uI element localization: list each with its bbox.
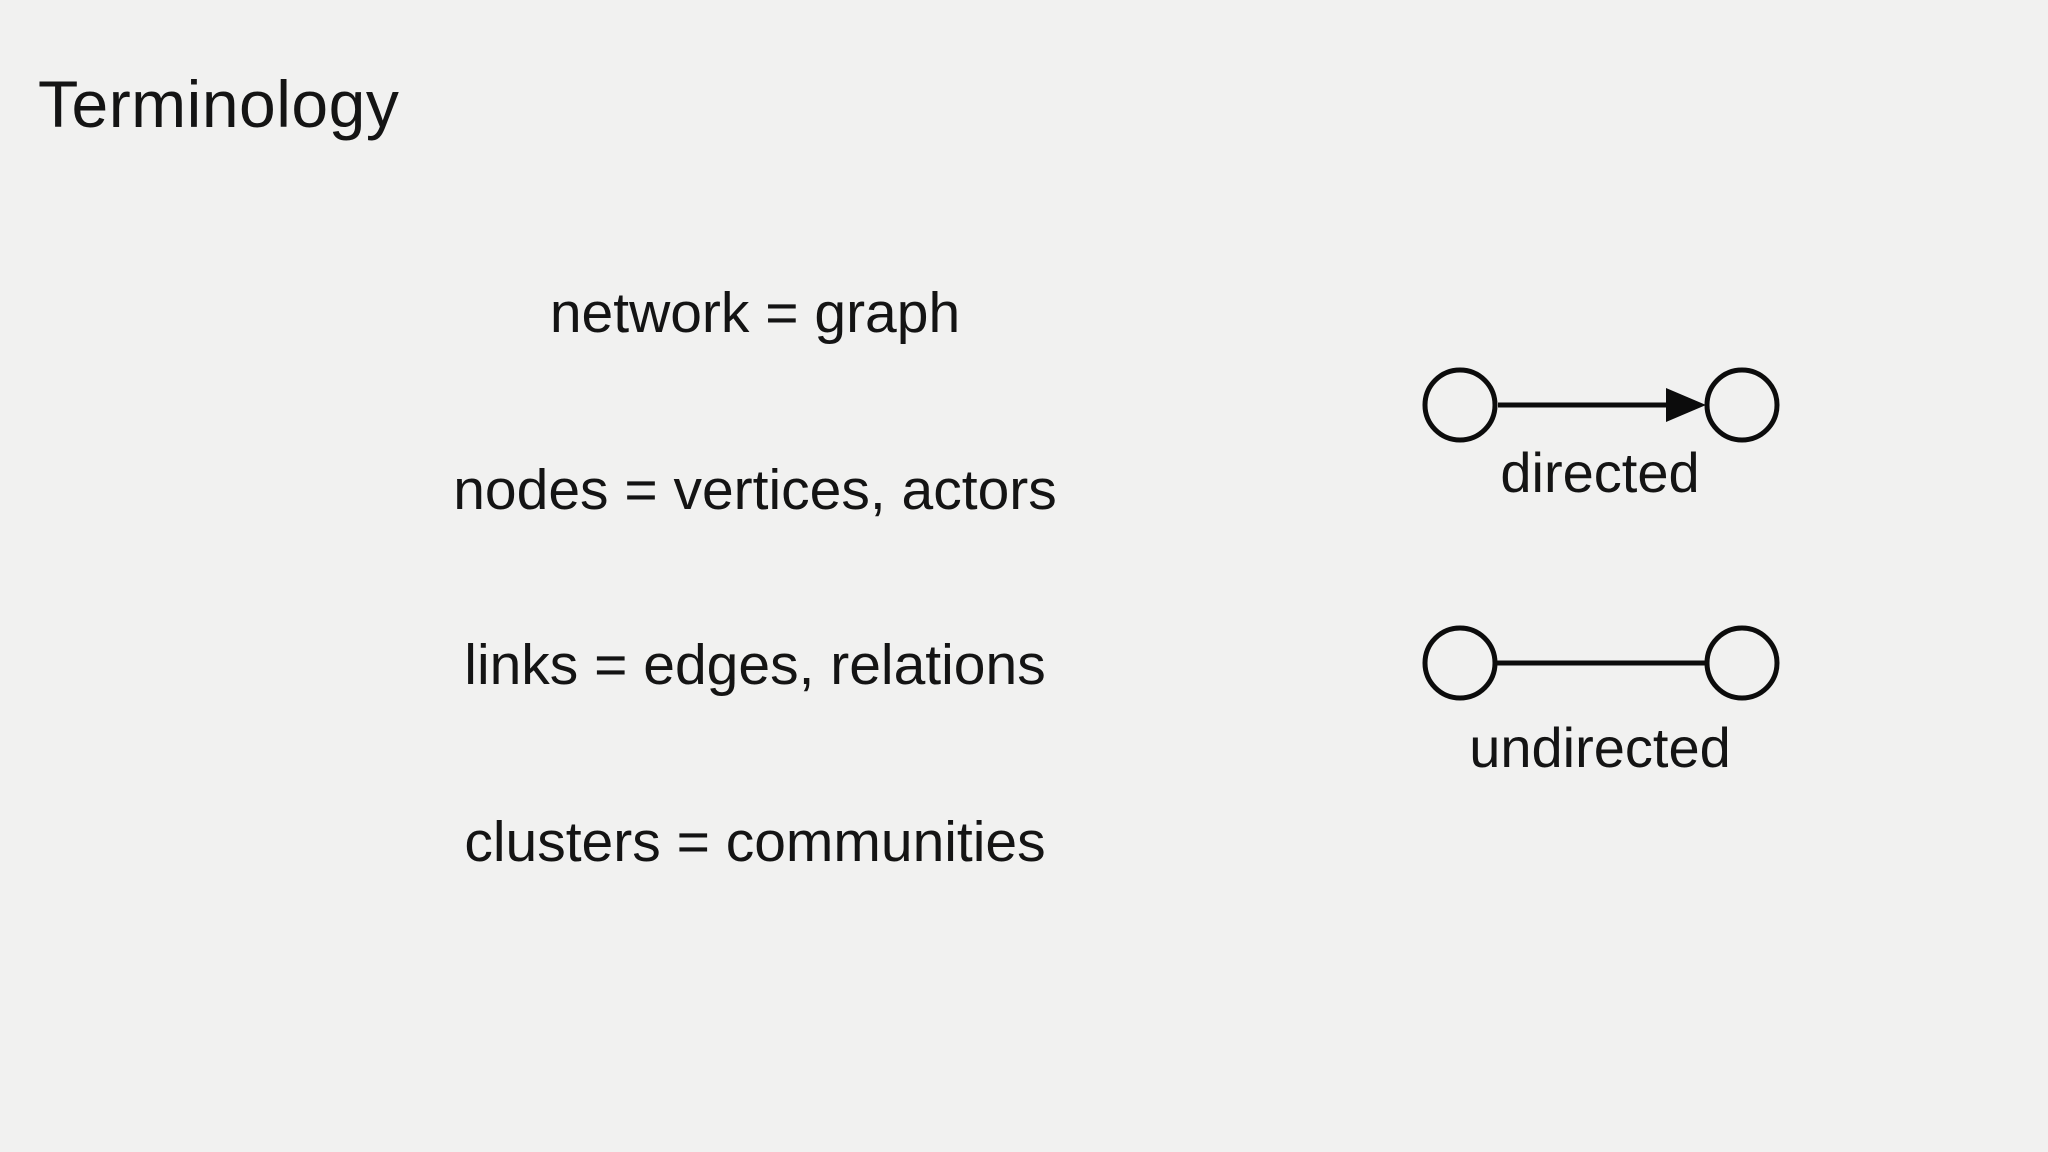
directed-caption: directed [1500,441,1700,504]
directed-edge-icon [1422,367,1780,443]
terminology-item-nodes: nodes = vertices, actors [453,458,1057,522]
node-circle-left [1422,367,1498,443]
node-circle-right [1704,625,1780,701]
node-circle-left [1422,625,1498,701]
terminology-item-links: links = edges, relations [464,633,1046,697]
undirected-caption: undirected [1469,716,1731,779]
undirected-edge-icon [1422,625,1780,701]
node-circle-right [1704,367,1780,443]
terminology-item-clusters: clusters = communities [464,810,1046,874]
terminology-item-network: network = graph [549,281,961,345]
slide-title: Terminology [38,67,400,141]
arrowhead-icon [1666,388,1706,422]
